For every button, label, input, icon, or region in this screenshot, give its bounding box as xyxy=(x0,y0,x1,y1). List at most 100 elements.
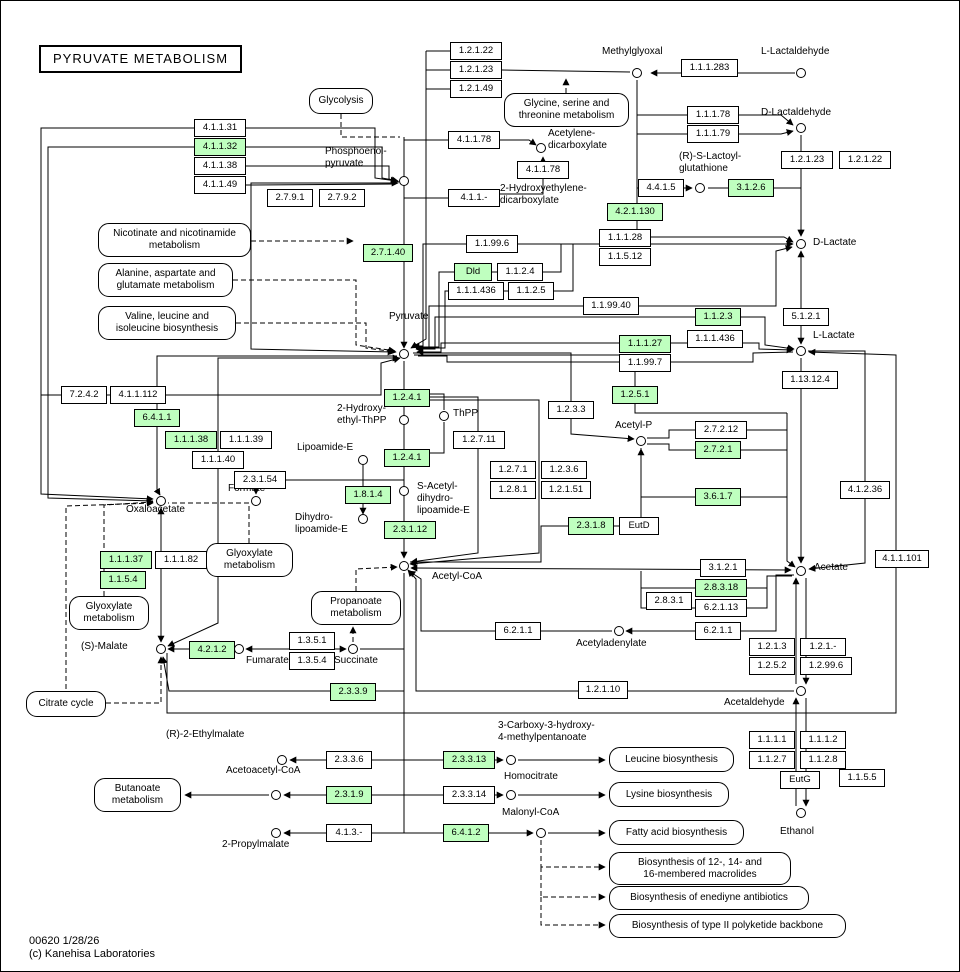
compound-node-phosphoenolpyruvate[interactable] xyxy=(399,176,409,186)
enzyme-box-1.1.1.82[interactable]: 1.1.1.82 xyxy=(155,551,207,569)
compound-node-s-malate[interactable] xyxy=(156,644,166,654)
enzyme-box-1.1.1.283[interactable]: 1.1.1.283 xyxy=(681,59,738,77)
enzyme-box-2.7.2.12[interactable]: 2.7.2.12 xyxy=(695,421,747,439)
enzyme-box-6.2.1.1[interactable]: 6.2.1.1 xyxy=(695,622,741,640)
compound-node-2-hydroxyethyl-thpp[interactable] xyxy=(399,415,409,425)
enzyme-box-1.2.7.11[interactable]: 1.2.7.11 xyxy=(453,431,505,449)
enzyme-box-6.4.1.1[interactable]: 6.4.1.1 xyxy=(134,409,180,427)
compound-node-s-acetyl-dihydro-lipoamide-e[interactable] xyxy=(399,486,409,496)
enzyme-box-1.1.1.436[interactable]: 1.1.1.436 xyxy=(687,330,743,348)
compound-node-lipoamide-e[interactable] xyxy=(358,455,368,465)
enzyme-box-Dld[interactable]: Dld xyxy=(454,263,492,281)
pathway-link-alanine-aspartate-glutamate-metabolism[interactable]: Alanine, aspartate and glutamate metabol… xyxy=(98,263,233,297)
compound-node-3-carboxy-3-hydroxy-4-methylpentanoate[interactable] xyxy=(506,755,516,765)
enzyme-box-6.2.1.13[interactable]: 6.2.1.13 xyxy=(695,599,747,617)
compound-node-acetyladenylate[interactable] xyxy=(614,626,624,636)
compound-node-pyruvate[interactable] xyxy=(399,349,409,359)
enzyme-box-4.1.1.38[interactable]: 4.1.1.38 xyxy=(194,157,246,175)
compound-node-r-s-lactoyl-glutathione[interactable] xyxy=(695,183,705,193)
compound-node-d-lactaldehyde[interactable] xyxy=(796,123,806,133)
enzyme-box-2.3.1.8[interactable]: 2.3.1.8 xyxy=(568,517,614,535)
compound-node-formate[interactable] xyxy=(251,496,261,506)
compound-node-acetoacetyl-coa[interactable] xyxy=(271,790,281,800)
enzyme-box-1.2.3.6[interactable]: 1.2.3.6 xyxy=(541,461,587,479)
enzyme-box-4.1.1.78[interactable]: 4.1.1.78 xyxy=(517,161,569,179)
enzyme-box-1.13.12.4[interactable]: 1.13.12.4 xyxy=(782,371,838,389)
enzyme-box-4.1.1.49[interactable]: 4.1.1.49 xyxy=(194,176,246,194)
enzyme-box-2.7.9.2[interactable]: 2.7.9.2 xyxy=(319,189,365,207)
enzyme-box-1.3.5.4[interactable]: 1.3.5.4 xyxy=(289,652,335,670)
enzyme-box-1.2.1.49[interactable]: 1.2.1.49 xyxy=(450,80,502,98)
enzyme-box-1.1.2.3[interactable]: 1.1.2.3 xyxy=(695,308,741,326)
enzyme-box-1.1.2.4[interactable]: 1.1.2.4 xyxy=(497,263,543,281)
pathway-link-citrate-cycle[interactable]: Citrate cycle xyxy=(26,691,106,717)
enzyme-box-4.1.3.-[interactable]: 4.1.3.- xyxy=(326,824,372,842)
enzyme-box-1.8.1.4[interactable]: 1.8.1.4 xyxy=(345,486,391,504)
pathway-link-enediyne-biosynthesis[interactable]: Biosynthesis of enediyne antibiotics xyxy=(609,886,809,910)
enzyme-box-4.1.1.32[interactable]: 4.1.1.32 xyxy=(194,138,246,156)
enzyme-box-EutD[interactable]: EutD xyxy=(619,517,659,535)
enzyme-box-2.7.2.1[interactable]: 2.7.2.1 xyxy=(695,441,741,459)
enzyme-box-3.6.1.7[interactable]: 3.6.1.7 xyxy=(695,488,741,506)
enzyme-box-1.1.1.2[interactable]: 1.1.1.2 xyxy=(800,731,846,749)
compound-node-2-propylmalate[interactable] xyxy=(271,828,281,838)
enzyme-box-1.1.2.5[interactable]: 1.1.2.5 xyxy=(508,282,554,300)
enzyme-box-1.2.1.3[interactable]: 1.2.1.3 xyxy=(749,638,795,656)
compound-node-homocitrate[interactable] xyxy=(506,790,516,800)
enzyme-box-1.2.1.22[interactable]: 1.2.1.22 xyxy=(450,42,502,60)
enzyme-box-4.1.1.-[interactable]: 4.1.1.- xyxy=(448,189,500,207)
enzyme-box-1.2.7.1[interactable]: 1.2.7.1 xyxy=(490,461,536,479)
enzyme-box-2.7.9.1[interactable]: 2.7.9.1 xyxy=(267,189,313,207)
compound-node-methylglyoxal[interactable] xyxy=(632,68,642,78)
compound-node-acetate[interactable] xyxy=(796,566,806,576)
pathway-link-valine-leucine-isoleucine-biosynthesis[interactable]: Valine, leucine and isoleucine biosynthe… xyxy=(98,306,236,340)
pathway-link-lysine-biosynthesis[interactable]: Lysine biosynthesis xyxy=(609,782,729,807)
enzyme-box-1.2.1.-[interactable]: 1.2.1.- xyxy=(800,638,846,656)
enzyme-box-1.1.99.40[interactable]: 1.1.99.40 xyxy=(583,297,639,315)
enzyme-box-1.2.1.51[interactable]: 1.2.1.51 xyxy=(541,481,591,499)
compound-node-ethanol[interactable] xyxy=(796,808,806,818)
pathway-link-leucine-biosynthesis[interactable]: Leucine biosynthesis xyxy=(609,747,734,772)
enzyme-box-1.2.8.1[interactable]: 1.2.8.1 xyxy=(490,481,536,499)
enzyme-box-1.3.5.1[interactable]: 1.3.5.1 xyxy=(289,632,335,650)
enzyme-box-4.1.1.101[interactable]: 4.1.1.101 xyxy=(875,550,929,568)
enzyme-box-2.3.3.6[interactable]: 2.3.3.6 xyxy=(326,751,372,769)
enzyme-box-1.1.5.12[interactable]: 1.1.5.12 xyxy=(599,248,651,266)
compound-node-succinate[interactable] xyxy=(348,644,358,654)
enzyme-box-2.3.3.9[interactable]: 2.3.3.9 xyxy=(330,683,376,701)
enzyme-box-1.2.5.1[interactable]: 1.2.5.1 xyxy=(612,386,658,404)
enzyme-box-1.1.1.37[interactable]: 1.1.1.37 xyxy=(100,551,152,569)
enzyme-box-4.2.1.130[interactable]: 4.2.1.130 xyxy=(607,203,663,221)
pathway-link-glyoxylate-metabolism-2[interactable]: Glyoxylate metabolism xyxy=(69,596,149,630)
enzyme-box-5.1.2.1[interactable]: 5.1.2.1 xyxy=(783,308,829,326)
compound-node-oxaloacetate[interactable] xyxy=(156,496,166,506)
compound-node-l-lactaldehyde[interactable] xyxy=(796,68,806,78)
pathway-link-macrolide-biosynthesis[interactable]: Biosynthesis of 12-, 14- and 16-membered… xyxy=(609,852,791,885)
pathway-link-butanoate-metabolism[interactable]: Butanoate metabolism xyxy=(94,778,181,812)
enzyme-box-1.1.2.8[interactable]: 1.1.2.8 xyxy=(800,751,846,769)
enzyme-box-4.2.1.2[interactable]: 4.2.1.2 xyxy=(189,641,235,659)
enzyme-box-1.1.1.38[interactable]: 1.1.1.38 xyxy=(165,431,217,449)
enzyme-box-1.1.1.436[interactable]: 1.1.1.436 xyxy=(448,282,504,300)
pathway-link-glycolysis[interactable]: Glycolysis xyxy=(309,88,373,114)
enzyme-box-2.3.1.54[interactable]: 2.3.1.54 xyxy=(234,471,286,489)
enzyme-box-4.1.1.31[interactable]: 4.1.1.31 xyxy=(194,119,246,137)
pathway-link-fatty-acid-biosynthesis[interactable]: Fatty acid biosynthesis xyxy=(609,820,744,845)
enzyme-box-2.7.1.40[interactable]: 2.7.1.40 xyxy=(363,244,413,262)
enzyme-box-1.1.1.78[interactable]: 1.1.1.78 xyxy=(687,106,739,124)
compound-node-malonyl-coa[interactable] xyxy=(536,828,546,838)
enzyme-box-1.2.1.10[interactable]: 1.2.1.10 xyxy=(578,681,628,699)
enzyme-box-1.1.5.5[interactable]: 1.1.5.5 xyxy=(839,769,885,787)
enzyme-box-1.1.1.1[interactable]: 1.1.1.1 xyxy=(749,731,795,749)
compound-node-r-2-ethylmalate[interactable] xyxy=(277,755,287,765)
pathway-link-glycine-serine-threonine-metabolism[interactable]: Glycine, serine and threonine metabolism xyxy=(504,93,629,127)
enzyme-box-6.2.1.1[interactable]: 6.2.1.1 xyxy=(495,622,541,640)
enzyme-box-4.1.1.78[interactable]: 4.1.1.78 xyxy=(448,131,500,149)
enzyme-box-1.1.5.4[interactable]: 1.1.5.4 xyxy=(100,571,146,589)
compound-node-thpp[interactable] xyxy=(439,411,449,421)
compound-node-dihydro-lipoamide-e[interactable] xyxy=(358,514,368,524)
enzyme-box-1.2.4.1[interactable]: 1.2.4.1 xyxy=(384,389,430,407)
enzyme-box-6.4.1.2[interactable]: 6.4.1.2 xyxy=(443,824,489,842)
enzyme-box-2.3.3.14[interactable]: 2.3.3.14 xyxy=(443,786,495,804)
enzyme-box-2.8.3.1[interactable]: 2.8.3.1 xyxy=(646,592,692,610)
